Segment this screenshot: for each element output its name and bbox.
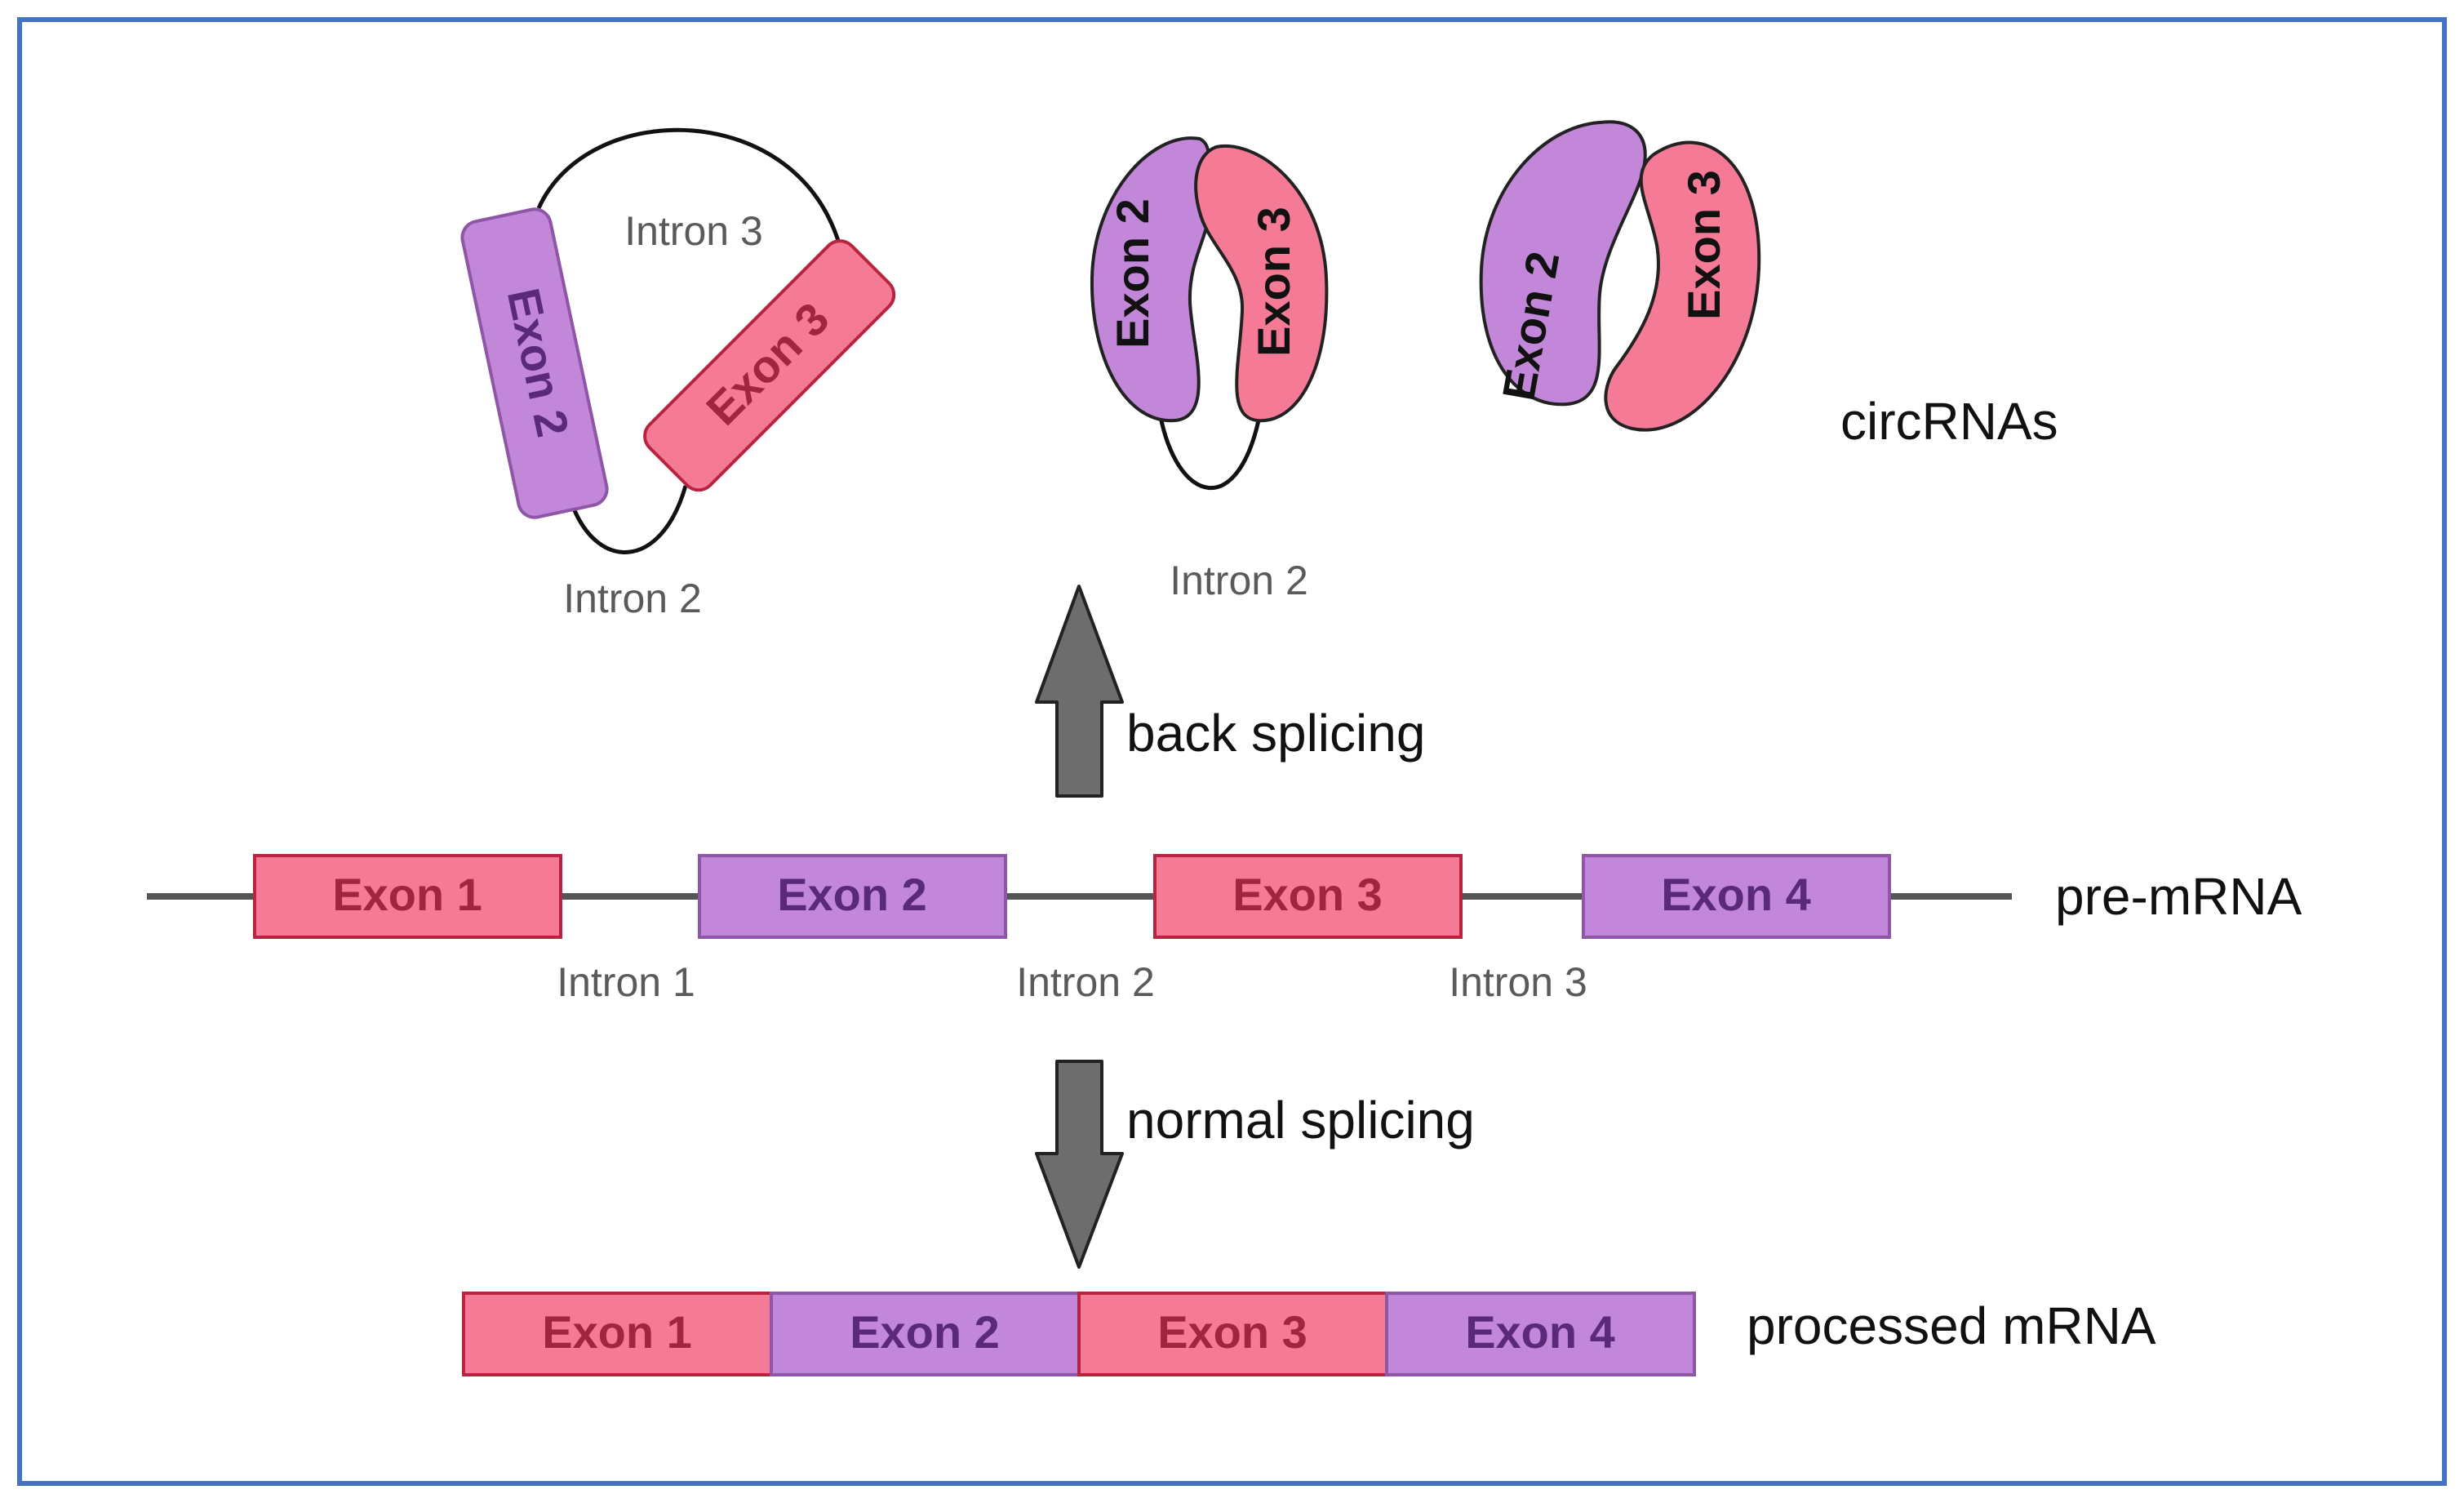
- up-arrow-icon: [1035, 585, 1124, 798]
- pre-mrna-intron-2-label: Intron 2: [1016, 959, 1155, 1005]
- circrna-2-intron-2-label: Intron 2: [1170, 558, 1308, 603]
- processed-mrna-exon-3: [1077, 1292, 1388, 1376]
- processed-mrna-exon-1-label: Exon 1: [542, 1306, 692, 1358]
- back-splicing-arrow: back splicing: [1035, 585, 1425, 798]
- circrna-2-exon-3-label: Exon 3: [1248, 207, 1299, 357]
- processed-mrna-exon-2-label: Exon 2: [850, 1306, 1000, 1358]
- circrnas-label: circRNAs: [1840, 392, 2058, 451]
- processed-mrna-exon-2: [770, 1292, 1081, 1376]
- pre-mrna-exon-4: [1582, 854, 1891, 939]
- down-arrow-icon: [1035, 1060, 1124, 1269]
- processed-mrna-label: processed mRNA: [1747, 1296, 2156, 1355]
- pre-mrna-intron-1-label: Intron 1: [557, 959, 695, 1005]
- circrna-with-intron-2: Exon 2 Exon 3 Intron 2: [1090, 136, 1329, 603]
- processed-mrna: Exon 1 Exon 2 Exon 3 Exon 4: [462, 1292, 1696, 1376]
- pre-mrna-intron-3-label: Intron 3: [1449, 959, 1587, 1005]
- normal-splicing-arrow: normal splicing: [1035, 1060, 1475, 1269]
- processed-mrna-exon-4: [1385, 1292, 1696, 1376]
- circrna-1-exon-2: [460, 207, 609, 519]
- pre-mrna-label: pre-mRNA: [2055, 867, 2302, 926]
- intron-3-loop: [536, 127, 843, 250]
- pre-mrna: Exon 1 Exon 2 Exon 3 Exon 4 Intron 1 Int…: [147, 854, 2012, 1005]
- intron-2-loop: [569, 485, 688, 554]
- pre-mrna-exon-2: [698, 854, 1007, 939]
- circrna-1-intron-2-label: Intron 2: [563, 576, 702, 621]
- circrna-1-exon-3: [643, 239, 896, 492]
- processed-mrna-exon-3-label: Exon 3: [1157, 1306, 1307, 1358]
- intron-2-loop-small: [1157, 407, 1263, 491]
- circrna-closed-ring: Exon 2 Exon 3: [1479, 120, 1761, 432]
- processed-mrna-exon-4-label: Exon 4: [1465, 1306, 1615, 1358]
- normal-splicing-label: normal splicing: [1126, 1091, 1475, 1149]
- circrna-1-intron-3-label: Intron 3: [624, 208, 763, 254]
- pre-mrna-exon-4-label: Exon 4: [1661, 869, 1811, 920]
- circrna-3-exon-3: [1604, 140, 1761, 432]
- pre-mrna-exon-2-label: Exon 2: [777, 869, 927, 920]
- circrna-with-introns: Exon 2 Exon 3 Intron 3 Intron 2: [460, 127, 896, 621]
- pre-mrna-exon-1-label: Exon 1: [332, 869, 482, 920]
- circrna-3-exon-3-label: Exon 3: [1678, 170, 1729, 320]
- pre-mrna-exon-3: [1153, 854, 1463, 939]
- circrna-2-exon-3: [1194, 144, 1329, 423]
- processed-mrna-exon-1: [462, 1292, 773, 1376]
- pre-mrna-exon-3-label: Exon 3: [1232, 869, 1383, 920]
- back-splicing-label: back splicing: [1126, 704, 1425, 763]
- circrna-2-exon-2-label: Exon 2: [1107, 198, 1158, 349]
- pre-mrna-exon-1: [253, 854, 562, 939]
